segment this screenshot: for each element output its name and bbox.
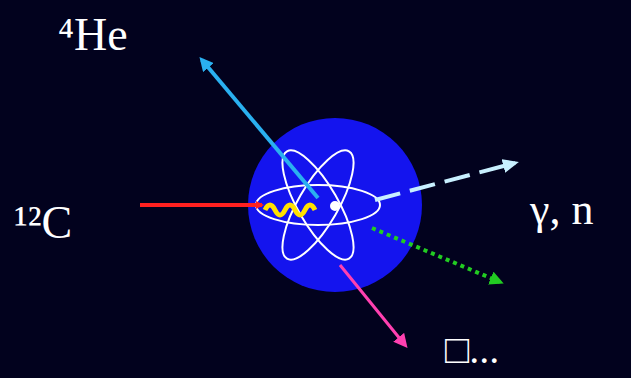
alpha-arrow [202, 60, 318, 198]
beam-arrow [140, 203, 262, 207]
particle-label: ¹²C [14, 200, 72, 246]
particle-label: ⁴He [58, 12, 128, 58]
other-arrow [340, 265, 405, 345]
particle-label: γ, n [530, 188, 593, 232]
fragment-arrow [372, 228, 500, 282]
gamma-arrow [375, 163, 515, 200]
photon-wave [265, 205, 315, 215]
particle-label: □... [445, 330, 499, 370]
atom-symbol [256, 141, 380, 268]
